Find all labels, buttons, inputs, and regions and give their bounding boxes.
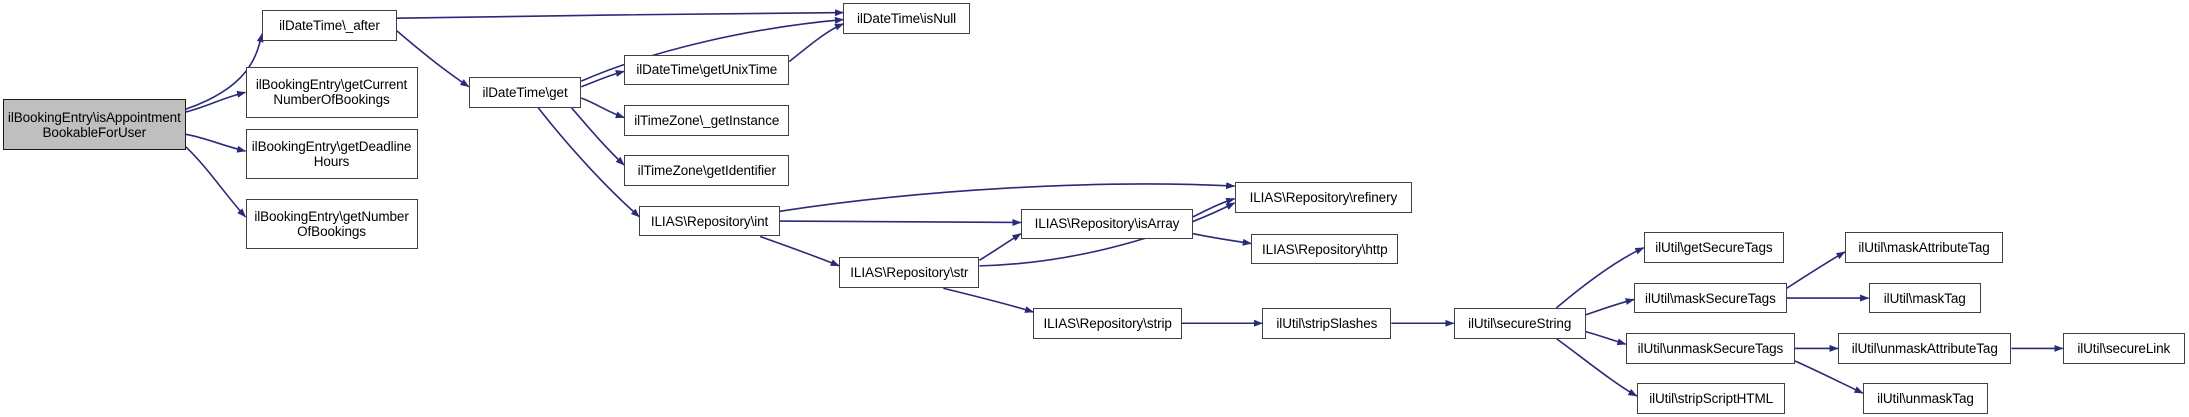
graph-node-unmaskSecureTags[interactable]: ilUtil\unmaskSecureTags	[1625, 333, 1796, 364]
edge-root-to-getDeadline	[185, 133, 247, 153]
edge-secureString-to-maskSecureTags	[1585, 298, 1635, 316]
graph-node-repoIsArray[interactable]: ILIAS\Repository\isArray	[1020, 208, 1193, 240]
graph-node-secureString[interactable]: ilUtil\secureString	[1453, 307, 1586, 339]
graph-node-secureLink[interactable]: ilUtil\secureLink	[2062, 333, 2185, 364]
edge-root-to-getNumberOf	[185, 146, 247, 218]
graph-node-tzGetIdentifier[interactable]: ilTimeZone\getIdentifier	[624, 155, 790, 187]
graph-node-unmaskTag[interactable]: ilUtil\unmaskTag	[1863, 383, 1988, 415]
edge-repoInt-to-repoRefinery	[779, 182, 1236, 213]
graph-node-repoInt[interactable]: ILIAS\Repository\int	[639, 205, 780, 237]
edge-maskSecureTags-to-maskAttributeTag	[1786, 251, 1846, 289]
graph-node-repoRefinery[interactable]: ILIAS\Repository\refinery	[1234, 181, 1413, 213]
edge-get-to-tzGetInstance	[580, 97, 625, 119]
graph-node-maskAttributeTag[interactable]: ilUtil\maskAttributeTag	[1844, 232, 2004, 264]
graph-node-repoStr[interactable]: ILIAS\Repository\str	[839, 257, 980, 289]
graph-node-getUnixTime[interactable]: ilDateTime\getUnixTime	[624, 54, 790, 86]
edge-repoInt-to-repoStr	[759, 235, 840, 267]
edge-root-to-getCurrentNum	[185, 90, 247, 113]
graph-node-getDeadline[interactable]: ilBookingEntry\getDeadline Hours	[245, 128, 418, 180]
graph-node-unmaskAttrTag[interactable]: ilUtil\unmaskAttributeTag	[1838, 333, 2012, 364]
edge-repoStr-to-repoIsArray	[978, 233, 1022, 261]
edge-secureString-to-getSecureTags	[1555, 246, 1645, 309]
graph-node-getNumberOf[interactable]: ilBookingEntry\getNumber OfBookings	[245, 198, 418, 250]
graph-node-maskTag[interactable]: ilUtil\maskTag	[1868, 282, 1981, 314]
edge-repoIsArray-to-repoRefinery	[1192, 197, 1236, 218]
graph-node-repoStrip[interactable]: ILIAS\Repository\strip	[1033, 307, 1182, 339]
graph-node-stripSlashes[interactable]: ilUtil\stripSlashes	[1262, 307, 1392, 339]
graph-node-stripScriptHTML[interactable]: ilUtil\stripScriptHTML	[1636, 383, 1786, 415]
graph-node-root[interactable]: ilBookingEntry\isAppointment BookableFor…	[2, 99, 186, 150]
edge-get-to-getUnixTime	[580, 70, 625, 88]
graph-node-get[interactable]: ilDateTime\get	[468, 76, 582, 108]
graph-node-after[interactable]: ilDateTime\_after	[262, 9, 397, 41]
graph-node-maskSecureTags[interactable]: ilUtil\maskSecureTags	[1634, 282, 1787, 314]
edge-secureString-to-unmaskSecureTags	[1585, 330, 1627, 346]
graph-node-getSecureTags[interactable]: ilUtil\getSecureTags	[1643, 232, 1784, 264]
edge-repoInt-to-repoIsArray	[779, 218, 1022, 226]
edge-getUnixTime-to-isNull	[788, 23, 844, 63]
edge-after-to-isNull	[396, 9, 844, 19]
graph-node-isNull[interactable]: ilDateTime\isNull	[843, 2, 970, 34]
graph-node-repoHttp[interactable]: ILIAS\Repository\http	[1251, 233, 1399, 265]
edge-repoIsArray-to-repoHttp	[1192, 232, 1252, 246]
edge-repoStr-to-repoStrip	[943, 287, 1034, 313]
graph-node-getCurrentNum[interactable]: ilBookingEntry\getCurrent NumberOfBookin…	[245, 67, 418, 118]
edge-get-to-tzGetIdentifier	[570, 107, 625, 166]
graph-node-tzGetInstance[interactable]: ilTimeZone\_getInstance	[624, 104, 790, 136]
edge-unmaskSecureTags-to-unmaskTag	[1794, 360, 1864, 394]
